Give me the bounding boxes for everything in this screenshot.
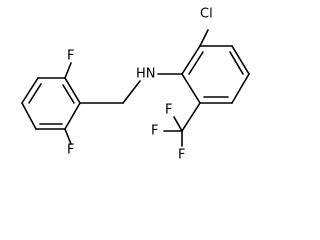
bond-cf3-to-f-top	[173, 116, 183, 132]
bond-left-ring-double-3	[62, 84, 75, 104]
bond-to-fluoro-top	[64, 62, 72, 79]
left-benzene-ring	[21, 77, 81, 130]
chemical-structure-diagram: F F HN Cl F F F	[21, 7, 250, 163]
cf3-fluoro-left-label: F	[151, 124, 158, 139]
bond-to-chloro	[199, 29, 209, 47]
bond-right-ring-double-2	[229, 51, 244, 75]
amine-label: HN	[136, 67, 156, 82]
bond-right-ring-1	[181, 45, 201, 75]
cf3-fluoro-top-label: F	[165, 103, 172, 118]
right-benzene-ring	[181, 45, 250, 104]
fluoro-bottom-label: F	[67, 143, 74, 158]
bond-left-ring-double-1	[28, 83, 42, 104]
bond-to-fluoro-bottom	[64, 128, 72, 145]
fluoro-top-label: F	[67, 49, 74, 64]
cf3-fluoro-bottom-label: F	[178, 148, 185, 163]
bond-left-ring-6	[64, 77, 81, 104]
bond-left-ring-2	[21, 77, 39, 104]
bond-ring-to-cf3	[181, 102, 201, 132]
bond-ch2-to-nh	[122, 80, 141, 104]
bond-left-ring-3	[21, 102, 37, 130]
bond-right-ring-6	[181, 73, 201, 104]
bond-right-ring-4	[231, 73, 250, 104]
chloro-label: Cl	[200, 7, 213, 22]
bond-left-ring-5	[64, 102, 81, 130]
bond-right-ring-double-1	[188, 51, 204, 75]
bond-right-ring-3	[231, 45, 250, 75]
